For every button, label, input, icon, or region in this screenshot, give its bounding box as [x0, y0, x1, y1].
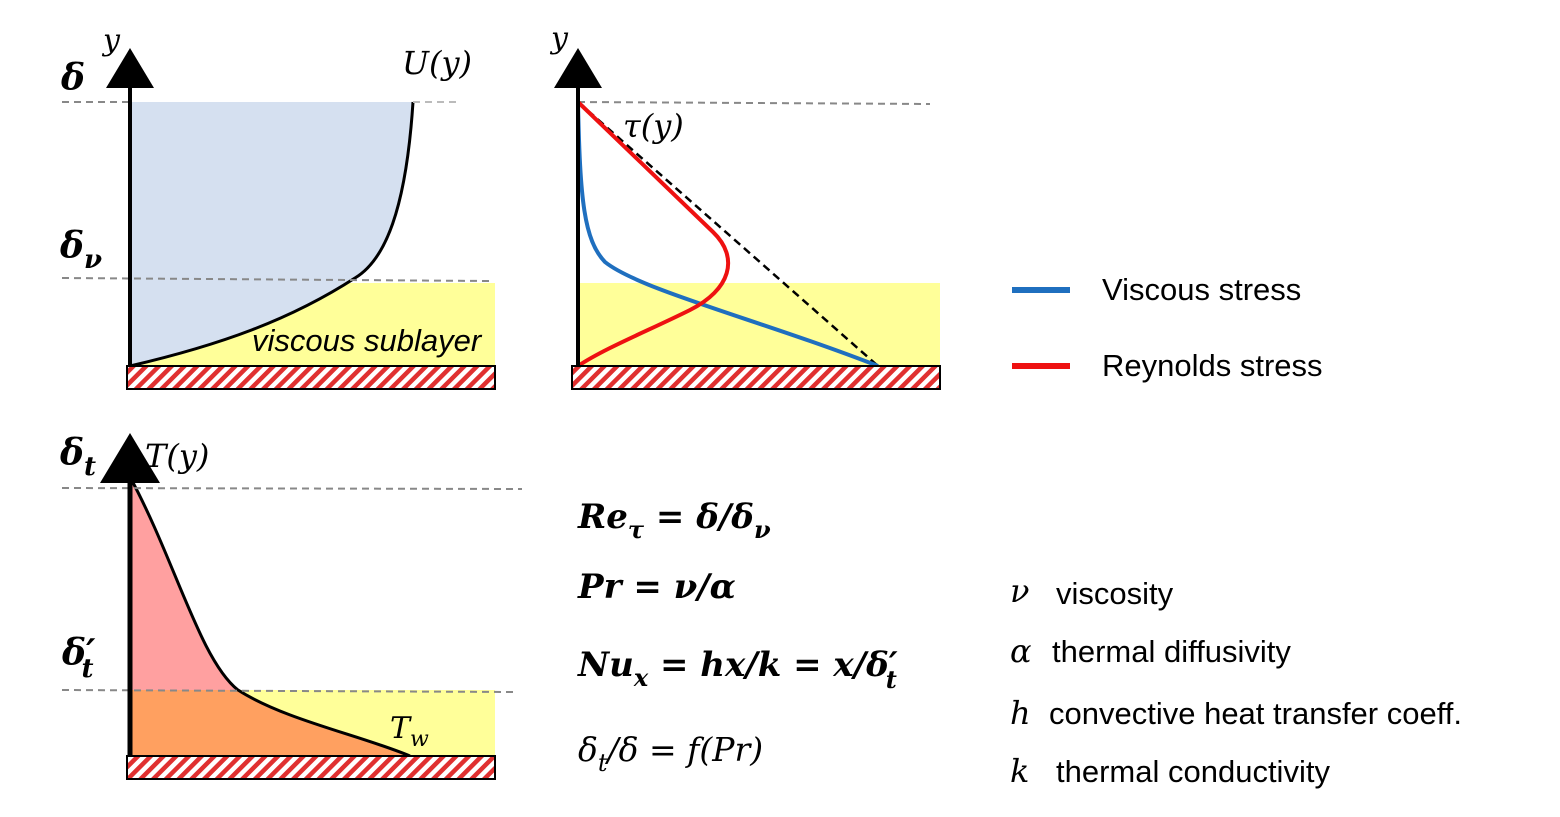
delta-nu-label: δν — [59, 225, 102, 275]
temperature-curve — [128, 476, 411, 758]
stress-y-label: y — [549, 21, 569, 56]
velocity-fill — [130, 102, 413, 366]
velocity-curve-label: U(y) — [402, 44, 472, 82]
delta-label: δ — [60, 57, 85, 99]
viscous-stress-curve — [576, 101, 879, 368]
delta-t-prime-label: δ′t — [61, 632, 96, 684]
velocity-panel: y δ δν U(y) viscous sublayer — [59, 23, 496, 390]
delta-t-label: δt — [59, 432, 96, 482]
temperature-panel: δt T(y) δ′t Tw — [59, 432, 523, 780]
total-stress-line — [577, 101, 879, 367]
ratio-equation: δt/δ = f(Pr) — [578, 730, 763, 777]
glossary-text-alpha: thermal diffusivity — [1052, 634, 1291, 669]
stress-curve-label: τ(y) — [623, 107, 684, 145]
glossary-text-nu: viscosity — [1056, 576, 1174, 611]
sublayer-label: viscous sublayer — [252, 323, 483, 358]
pr-equation: Pr = ν/α — [577, 567, 736, 607]
glossary-symbol-alpha: α — [1010, 632, 1032, 670]
temp-curve-label: T(y) — [145, 437, 209, 475]
reynolds-stress-curve — [576, 100, 731, 368]
temp-wall — [126, 755, 496, 780]
glossary-symbol-k: k — [1010, 752, 1029, 790]
glossary-text-k: thermal conductivity — [1056, 754, 1330, 789]
stress-top-guide — [577, 101, 931, 105]
temp-upper-fill — [130, 477, 238, 690]
delta-t-prime-guide — [61, 689, 515, 693]
nu-equation: Nux = hx/k = x/δ′t — [577, 645, 898, 694]
glossary: ν viscosity α thermal diffusivity h conv… — [1010, 572, 1462, 790]
glossary-text-h: convective heat transfer coeff. — [1049, 696, 1462, 731]
legend-viscous-label: Viscous stress — [1102, 272, 1301, 307]
velocity-y-label: y — [101, 23, 121, 58]
velocity-curve — [129, 101, 415, 368]
re-equation: Reτ = δ/δν — [577, 497, 771, 544]
stress-panel: y τ(y) — [549, 21, 941, 390]
equations: Reτ = δ/δν Pr = ν/α Nux = hx/k = x/δ′t δ… — [577, 497, 898, 777]
wall-temp-label: Tw — [390, 711, 429, 752]
glossary-symbol-h: h — [1010, 694, 1031, 732]
legend-reynolds-label: Reynolds stress — [1102, 348, 1323, 383]
glossary-symbol-nu: ν — [1010, 572, 1029, 610]
delta-t-guide — [61, 487, 523, 490]
velocity-wall — [126, 365, 496, 390]
stress-wall — [571, 365, 941, 390]
temp-lower-fill — [130, 690, 410, 756]
legend: Viscous stress Reynolds stress — [1012, 272, 1323, 383]
